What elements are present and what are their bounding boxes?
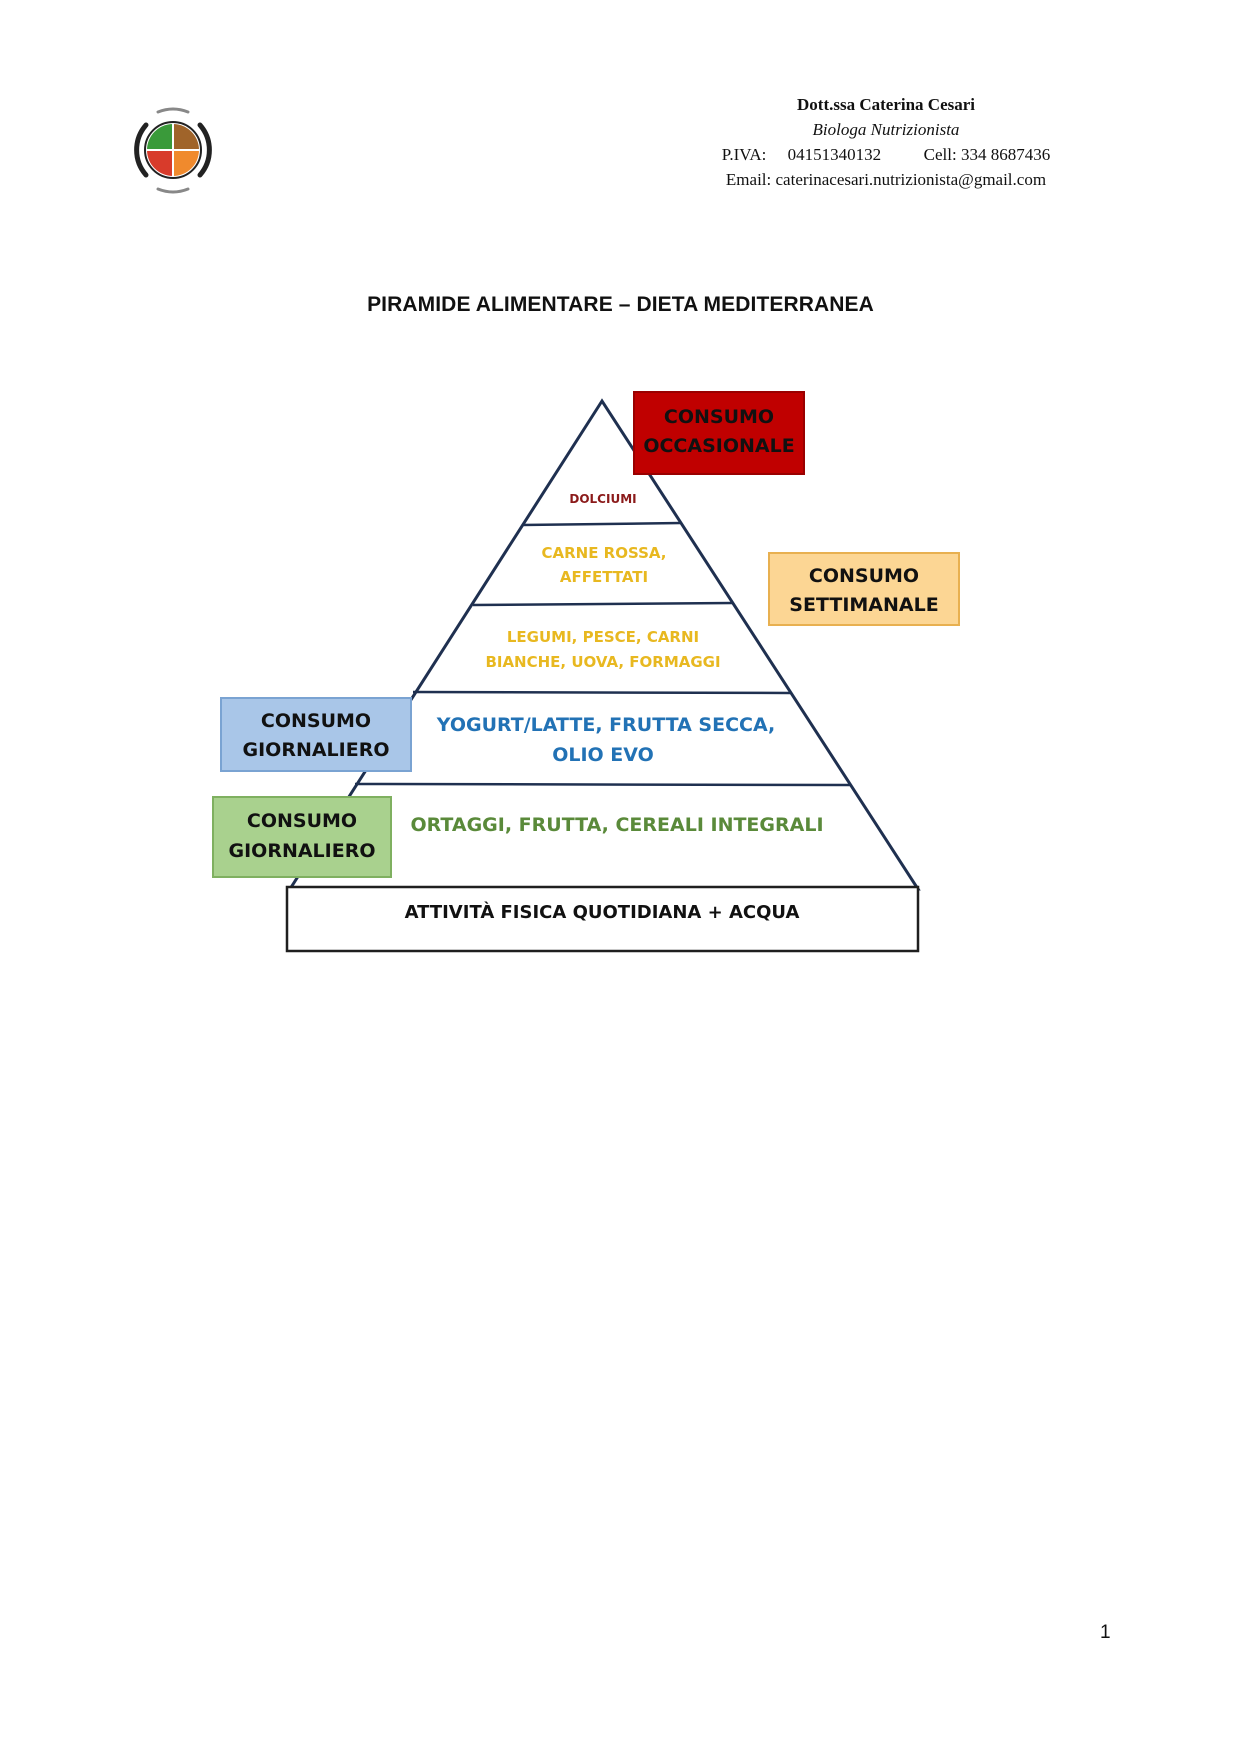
plate-logo-icon [134,107,212,194]
doctor-name: Dott.ssa Caterina Cesari [797,95,975,114]
page-title: PIRAMIDE ALIMENTARE – DIETA MEDITERRANEA [367,293,874,316]
label-settimanale-box [768,552,960,626]
email-value[interactable]: caterinacesari.nutrizionista@gmail.com [775,170,1047,189]
label-giornaliero-green-box [212,796,392,878]
doctor-role: Biologa Nutrizionista [812,120,960,139]
page-number: 1 [1100,1622,1111,1643]
pyramid-divider [412,690,792,695]
level-carne-rossa: CARNE ROSSA,AFFETTATI [541,544,666,586]
level-dolciumi: DOLCIUMI [569,492,636,506]
piva-value: 04151340132 [787,145,882,164]
email-row: Email: caterinacesari.nutrizionista@gmai… [676,167,1096,192]
email-label: Email: [725,170,772,189]
pyramid-divider [354,782,851,787]
level-ortaggi: ORTAGGI, FRUTTA, CEREALI INTEGRALI [410,814,823,836]
piva-cell-row: P.IVA: 04151340132 Cell: 334 8687436 [676,142,1096,167]
base-box [285,885,920,953]
label-occasionale-box [633,391,805,475]
level-yogurt: YOGURT/LATTE, FRUTTA SECCA,OLIO EVO [436,714,776,766]
label-giornaliero-box [220,697,412,772]
base-text: ATTIVITÀ FISICA QUOTIDIANA + ACQUA [405,901,800,923]
piva-label: P.IVA: [721,145,767,164]
pyramid-divider [521,521,682,527]
cell-label: Cell: [923,145,957,164]
cell-value: 334 8687436 [960,145,1051,164]
letterhead: Dott.ssa Caterina Cesari Biologa Nutrizi… [676,92,1096,192]
pyramid-divider [472,601,734,607]
